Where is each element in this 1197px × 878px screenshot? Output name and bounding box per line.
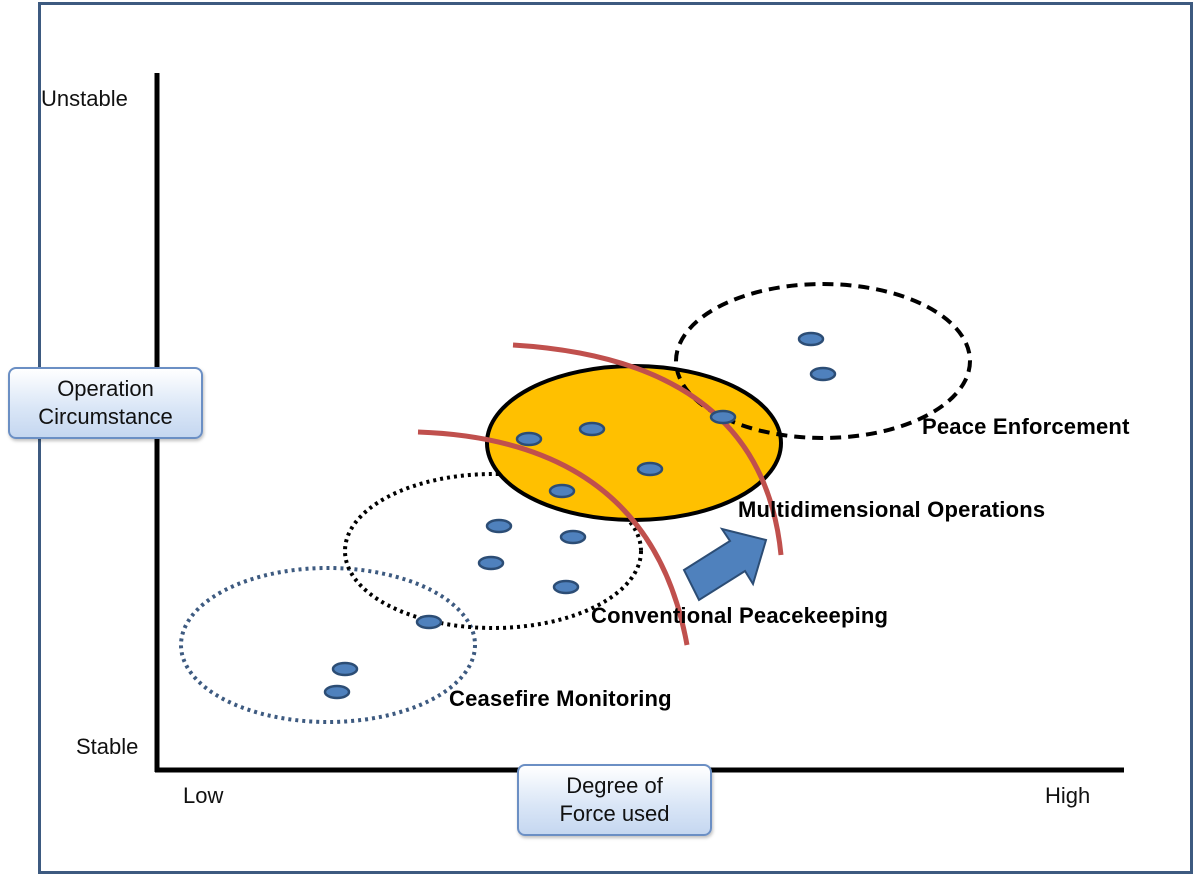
ceasefire-zone-ellipse <box>179 566 477 724</box>
conventional-zone-ellipse <box>343 472 643 630</box>
y-axis-title-box: Operation Circumstance <box>8 367 203 439</box>
peace-enforcement-label: Peace Enforcement <box>922 414 1130 439</box>
boundary-curve-upper <box>512 342 784 556</box>
conventional-peacekeeping-label: Conventional Peacekeeping <box>591 603 889 628</box>
multidimensional-operations-label: Multidimensional Operations <box>738 497 1046 522</box>
x-axis-title-box: Degree of Force used <box>517 764 712 836</box>
mission-dot <box>709 409 737 425</box>
mission-dot <box>559 529 587 545</box>
mission-dot <box>552 579 580 595</box>
mission-dot <box>477 555 505 571</box>
mission-dot <box>415 614 443 630</box>
mission-dot <box>797 331 825 347</box>
mission-dot <box>578 421 606 437</box>
mission-dot <box>636 461 664 477</box>
enforcement-zone-ellipse <box>674 282 972 440</box>
x-axis-title-line-2: Force used <box>559 801 670 826</box>
mission-dots <box>323 331 837 700</box>
y-axis-title-line-1: Operation <box>57 376 154 401</box>
mission-dot <box>548 483 576 499</box>
boundary-curve-lower <box>417 429 690 646</box>
x-axis-right-label: High <box>1045 783 1091 808</box>
mission-dot <box>515 431 543 447</box>
y-axis-bottom-label: Stable <box>76 734 139 759</box>
y-axis-title-line-2: Circumstance <box>38 404 173 429</box>
x-axis-left-label: Low <box>183 783 224 808</box>
mission-dot <box>809 366 837 382</box>
ceasefire-monitoring-label: Ceasefire Monitoring <box>449 686 672 711</box>
x-axis-title-line-1: Degree of <box>566 773 663 798</box>
mission-dot <box>323 684 351 700</box>
progression-arrow <box>682 527 768 602</box>
mission-dot <box>485 518 513 534</box>
mission-dot <box>331 661 359 677</box>
y-axis-top-label: Unstable <box>41 86 128 111</box>
